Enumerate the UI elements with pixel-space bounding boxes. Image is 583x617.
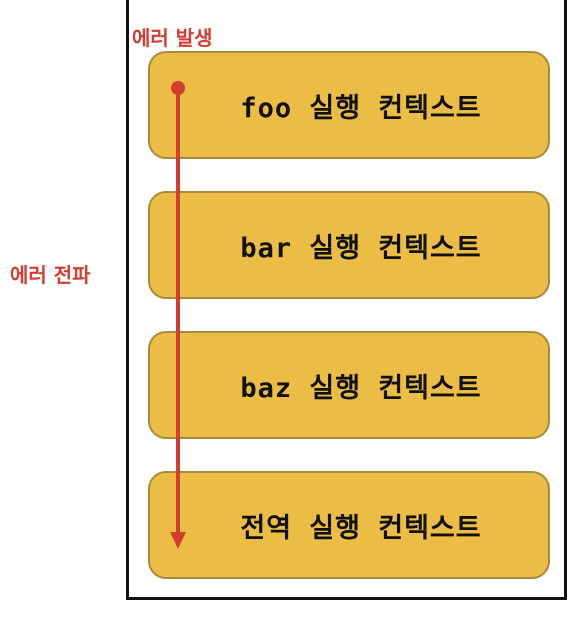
baz-context-label: baz 실행 컨텍스트	[240, 372, 482, 404]
error-propagation-label: 에러 전파	[10, 263, 91, 287]
error-occurred-label: 에러 발생	[132, 26, 213, 50]
global-execution-context: 전역 실행 컨텍스트	[148, 471, 550, 579]
foo-context-label: foo 실행 컨텍스트	[240, 92, 482, 124]
baz-execution-context: baz 실행 컨텍스트	[148, 331, 550, 439]
bar-context-label: bar 실행 컨텍스트	[240, 232, 482, 264]
bar-execution-context: bar 실행 컨텍스트	[148, 191, 550, 299]
arrow-head	[170, 532, 186, 549]
error-origin-dot	[171, 81, 185, 95]
global-context-label: 전역 실행 컨텍스트	[240, 512, 482, 544]
foo-execution-context: foo 실행 컨텍스트	[148, 51, 550, 159]
call-stack-frame	[126, 0, 567, 600]
